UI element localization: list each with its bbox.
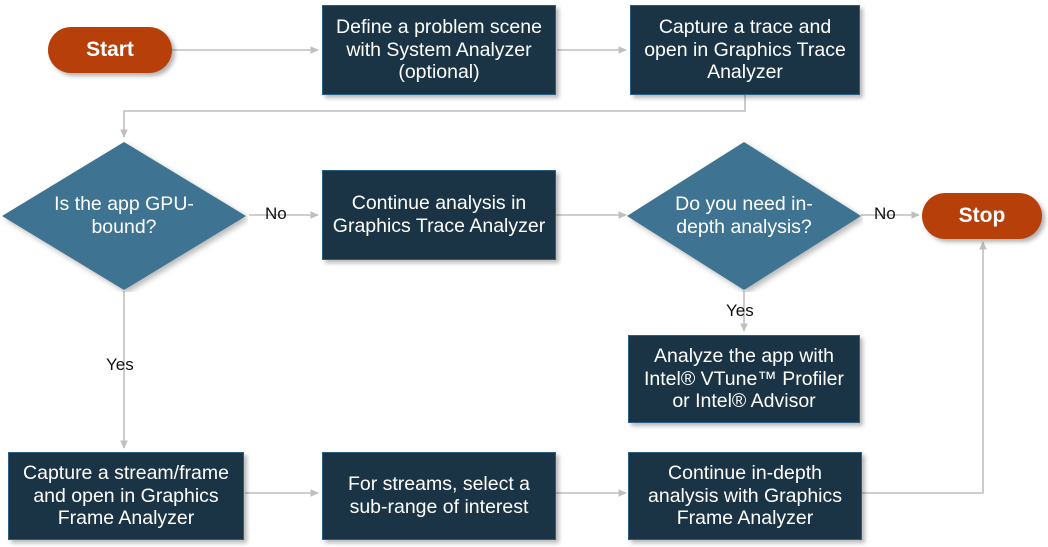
diamond-shape xyxy=(627,142,861,290)
node-continue-trace-analysis-label: Continue analysis in Graphics Trace Anal… xyxy=(332,192,546,237)
node-continue-trace-analysis[interactable]: Continue analysis in Graphics Trace Anal… xyxy=(322,170,556,260)
edge-continueframe-to-stop xyxy=(862,241,987,494)
node-need-in-depth-decision[interactable]: Do you need in-depth analysis? xyxy=(625,140,863,292)
node-vtune-advisor-label: Analyze the app with Intel® VTune™ Profi… xyxy=(643,345,845,413)
node-gpu-bound-decision-label: Is the app GPU-bound? xyxy=(54,193,194,238)
node-select-subrange[interactable]: For streams, select a sub-range of inter… xyxy=(322,452,556,540)
node-vtune-advisor[interactable]: Analyze the app with Intel® VTune™ Profi… xyxy=(628,335,860,423)
edge-label-gpu-bound-yes: Yes xyxy=(106,355,134,374)
node-stop-label: Stop xyxy=(958,203,1006,227)
node-capture-stream-frame-label: Capture a stream/frame and open in Graph… xyxy=(23,462,229,530)
node-need-in-depth-decision-label: Do you need in-depth analysis? xyxy=(675,193,813,238)
node-stop[interactable]: Stop xyxy=(922,193,1042,239)
node-gpu-bound-decision[interactable]: Is the app GPU-bound? xyxy=(0,140,248,292)
node-continue-frame-analysis-label: Continue in-depth analysis with Graphics… xyxy=(648,462,842,530)
edge-label-need-in-depth-yes: Yes xyxy=(726,301,754,320)
node-capture-stream-frame[interactable]: Capture a stream/frame and open in Graph… xyxy=(8,452,244,540)
edge-label-need-in-depth-no: No xyxy=(874,204,896,223)
diamond-shape xyxy=(2,142,246,290)
node-capture-trace-label: Capture a trace and open in Graphics Tra… xyxy=(644,16,846,84)
node-continue-frame-analysis[interactable]: Continue in-depth analysis with Graphics… xyxy=(628,452,862,540)
edge-label-gpu-bound-no: No xyxy=(265,204,287,223)
node-select-subrange-label: For streams, select a sub-range of inter… xyxy=(347,473,531,518)
edge-capture-to-gpubound xyxy=(120,95,746,138)
node-capture-trace[interactable]: Capture a trace and open in Graphics Tra… xyxy=(630,5,860,95)
node-define-problem[interactable]: Define a problem scene with System Analy… xyxy=(322,5,556,95)
node-start[interactable]: Start xyxy=(48,27,172,73)
node-define-problem-label: Define a problem scene with System Analy… xyxy=(336,16,542,84)
node-start-label: Start xyxy=(86,37,134,61)
